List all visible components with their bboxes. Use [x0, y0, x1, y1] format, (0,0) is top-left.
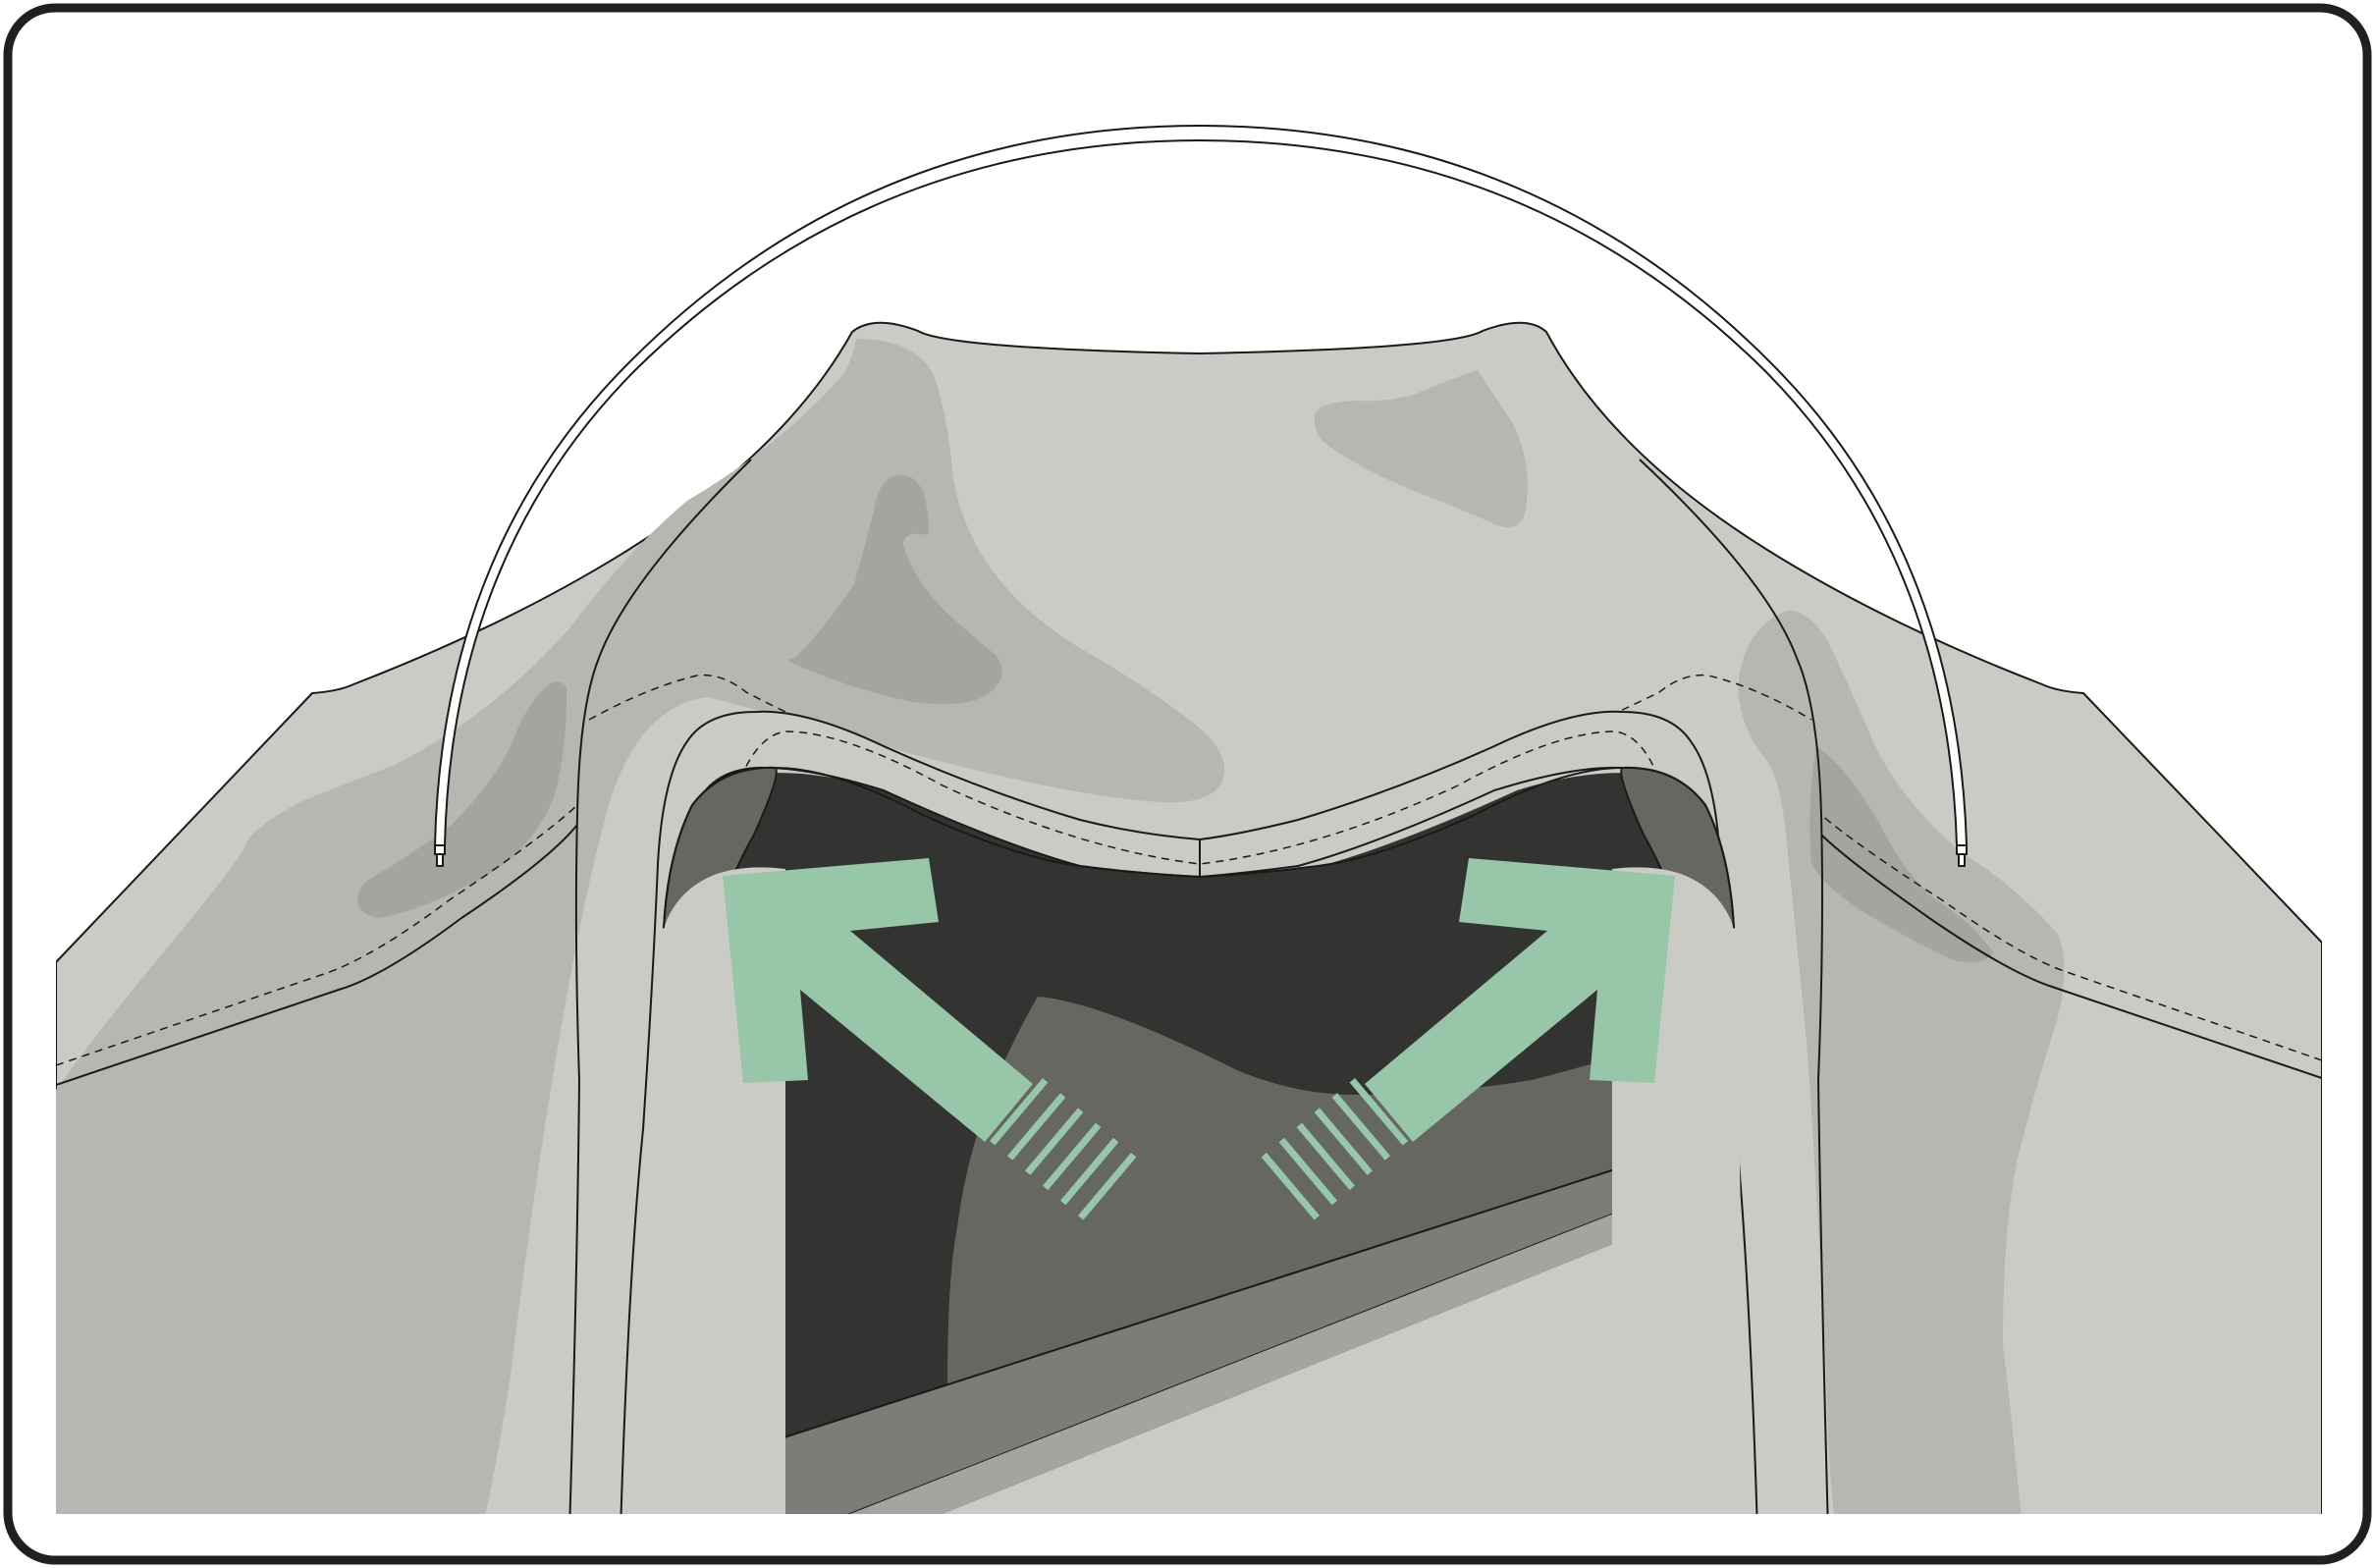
arrow-right-hatch-tick [1261, 1153, 1320, 1220]
arrow-right-hatch-tick [1331, 1093, 1390, 1161]
hanger-tip-left-end [436, 853, 444, 867]
arrow-left-hatch-tick [1060, 1137, 1119, 1206]
arrow-left-hatch-tick [1043, 1122, 1102, 1191]
arrow-right-hatch-tick [1314, 1108, 1373, 1175]
interior-panel-light [849, 1188, 1679, 1514]
arrow-right-hatch-tick [1278, 1137, 1337, 1206]
collar-contour-right [1199, 766, 1735, 929]
rounded-border-frame [3, 3, 2372, 1565]
arrow-right-hatch-tick [1296, 1122, 1355, 1191]
interior-panel-front [942, 1217, 1679, 1514]
garment-group [56, 321, 2322, 1514]
arrow-left-hatch-tick [990, 1078, 1049, 1146]
interior-mid [947, 997, 1669, 1384]
expand-arrow-right [1261, 858, 1675, 1220]
shadow-patch-3 [357, 681, 567, 918]
arrow-left-hatching [990, 1078, 1137, 1220]
hanger-tip-right-end [1958, 853, 1966, 867]
collar-outer-line-left [568, 459, 752, 1514]
left-shoulder-seam-stitch [56, 804, 578, 1066]
hanger-tip-left [434, 844, 446, 855]
right-shoulder-seam-stitch [1820, 814, 2322, 1061]
shadow-patch-4 [1809, 746, 1993, 963]
arrow-right-hatching [1261, 1078, 1408, 1220]
shadow-patch-1 [788, 475, 1002, 705]
right-shoulder-seam [1820, 834, 2322, 1079]
hanger-tip-right [1956, 844, 1968, 855]
collar-contour-left [663, 766, 1201, 929]
arrow-right-hatch-tick [1349, 1078, 1408, 1146]
left-shoulder-seam [56, 824, 578, 1086]
expand-arrow-left [723, 858, 1137, 1220]
shadow-patch-2 [1314, 370, 1528, 528]
collar-outer-line-right [1639, 459, 1829, 1514]
wire-hanger [434, 125, 1968, 867]
arrow-left-hatch-tick [1025, 1108, 1084, 1175]
arrow-left-hatch-tick [1078, 1153, 1137, 1220]
arrow-left-hatch-tick [1007, 1093, 1066, 1161]
